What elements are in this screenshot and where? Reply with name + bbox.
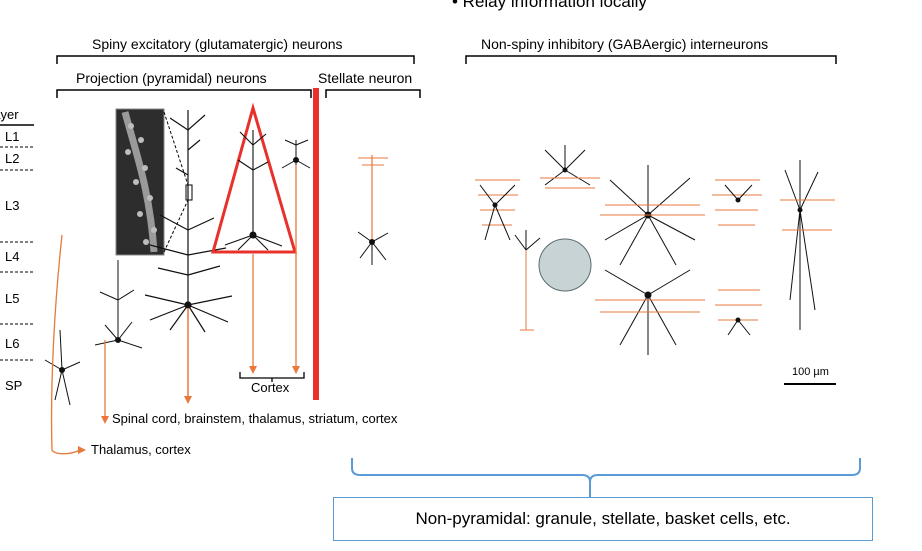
spinal-target-label: Spinal cord, brainstem, thalamus, striat… <box>112 411 398 426</box>
axon-l6-arrow <box>101 416 109 424</box>
basket-cell-upper-axon <box>600 204 705 216</box>
projection-bracket <box>56 89 312 98</box>
bipolar-interneuron <box>784 160 819 330</box>
summary-box: Non-pyramidal: granule, stellate, basket… <box>333 497 873 541</box>
stellate-neuron <box>357 155 389 265</box>
nonspiny-bracket <box>465 55 837 64</box>
basket-cell-lower-axon <box>595 299 705 313</box>
thalamus-target-label: Thalamus, cortex <box>91 442 191 457</box>
interneuron-3 <box>544 145 591 186</box>
red-divider <box>313 88 319 400</box>
stellate-header: Stellate neuron <box>318 70 413 86</box>
spiny-bracket <box>56 55 415 64</box>
layer-l3: L3 <box>5 198 20 213</box>
layer-sp: SP <box>5 378 23 393</box>
interneuron-2 <box>514 230 541 251</box>
cortex-bracket <box>239 372 305 382</box>
cortex-label: Cortex <box>251 380 290 395</box>
interneuron-1-dendrites <box>479 184 516 241</box>
projection-header: Projection (pyramidal) neurons <box>76 70 267 86</box>
neurogliaform-cell <box>538 238 592 292</box>
interneuron-chandelier <box>712 179 762 321</box>
layer-l2: L2 <box>5 151 20 166</box>
scale-bar-label: 100 µm <box>792 366 829 378</box>
bipolar-interneuron-axon <box>780 199 835 231</box>
interneuron-chandelier-dendrites <box>724 184 753 336</box>
interneuron-2-axon <box>520 250 534 331</box>
top-bullet: • Relay information locally <box>452 0 647 11</box>
layer-dividers <box>0 124 34 361</box>
axon-sp-arrow <box>78 446 86 454</box>
stellate-bracket <box>325 89 421 98</box>
summary-brace <box>351 458 861 483</box>
layer-l4: L4 <box>5 249 20 264</box>
spiny-header: Spiny excitatory (glutamatergic) neurons <box>92 36 343 52</box>
pyramidal-neuron-l2 <box>281 139 311 169</box>
dendrite-spine-inset <box>115 108 193 256</box>
nonspiny-header: Non-spiny inhibitory (GABAergic) interne… <box>481 36 769 52</box>
summary-box-text: Non-pyramidal: granule, stellate, basket… <box>415 509 791 528</box>
red-triangle <box>211 102 297 254</box>
basket-cell-lower <box>604 269 691 355</box>
layer-title: Layer <box>0 107 19 122</box>
axon-l2-arrow <box>292 366 300 374</box>
layer-l1: L1 <box>5 129 20 144</box>
pyramidal-neuron-l6 <box>94 260 143 349</box>
axon-l3-arrow <box>249 366 257 374</box>
layer-l5: L5 <box>5 291 20 306</box>
layer-l6: L6 <box>5 336 20 351</box>
interneuron-3-axon <box>540 177 600 189</box>
interneuron-1 <box>475 179 520 226</box>
axon-l5-arrow <box>184 396 192 404</box>
axon-sp <box>50 234 81 455</box>
subplate-neuron <box>44 329 81 406</box>
pyramidal-neuron-l3 <box>224 130 283 251</box>
interneuron-group <box>475 145 835 355</box>
